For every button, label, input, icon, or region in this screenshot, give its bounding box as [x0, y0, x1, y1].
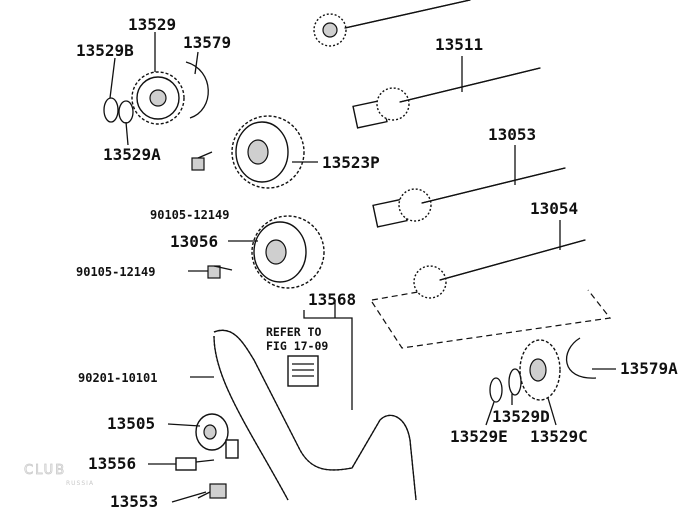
bolt-13556 — [175, 457, 215, 471]
camshaft-13054 — [413, 239, 586, 299]
fig-reference-text: FIG 17-09 — [266, 339, 328, 353]
washer-13529A — [118, 100, 134, 124]
label-13529C: 13529C — [530, 427, 588, 446]
washer-13529D — [508, 368, 522, 396]
bracket-13568 — [303, 300, 353, 410]
refer-to-text: REFER TO — [266, 325, 321, 339]
pulley-13523P — [231, 115, 305, 189]
label-90105-12149-b: 90105-12149 — [76, 265, 155, 279]
bolt-90105-a — [191, 151, 213, 171]
label-90201-10101: 90201-10101 — [78, 371, 157, 385]
watermark-sub: RUSSIA — [66, 480, 94, 487]
label-13523P: 13523P — [322, 153, 380, 172]
dashed-guides — [371, 289, 612, 349]
label-13529: 13529 — [128, 15, 176, 34]
label-13529A: 13529A — [103, 145, 161, 164]
label-13054: 13054 — [530, 199, 578, 218]
label-13556: 13556 — [88, 454, 136, 473]
label-13529D: 13529D — [492, 407, 550, 426]
camshaft-13511 — [352, 67, 541, 129]
timing-belt-90201 — [213, 329, 417, 501]
label-13529E: 13529E — [450, 427, 508, 446]
label-13511: 13511 — [435, 35, 483, 54]
snap-ring-13579 — [185, 61, 209, 119]
manual-book-icon — [287, 355, 319, 387]
leader-lines — [109, 32, 616, 503]
watermark-logo: CLUB — [24, 463, 66, 478]
label-13505: 13505 — [107, 414, 155, 433]
label-13529B: 13529B — [76, 41, 134, 60]
sprocket-13529 — [131, 71, 185, 125]
ring-13529E — [489, 377, 503, 403]
stud-13553 — [197, 483, 227, 499]
label-13553: 13553 — [110, 492, 158, 509]
camshaft-top — [313, 0, 471, 47]
camshaft-13053 — [372, 167, 566, 228]
sprocket-13529C — [519, 339, 561, 401]
label-90105-12149-a: 90105-12149 — [150, 208, 229, 222]
label-13053: 13053 — [488, 125, 536, 144]
label-13579: 13579 — [183, 33, 231, 52]
pulley-13056 — [251, 215, 325, 289]
label-13579A: 13579A — [620, 359, 678, 378]
label-13056: 13056 — [170, 232, 218, 251]
ring-13529B — [103, 97, 119, 123]
bolt-90105-b — [207, 265, 233, 279]
label-13568: 13568 — [308, 290, 356, 309]
snap-ring-13579A — [565, 337, 597, 379]
idler-13505 — [195, 413, 239, 459]
